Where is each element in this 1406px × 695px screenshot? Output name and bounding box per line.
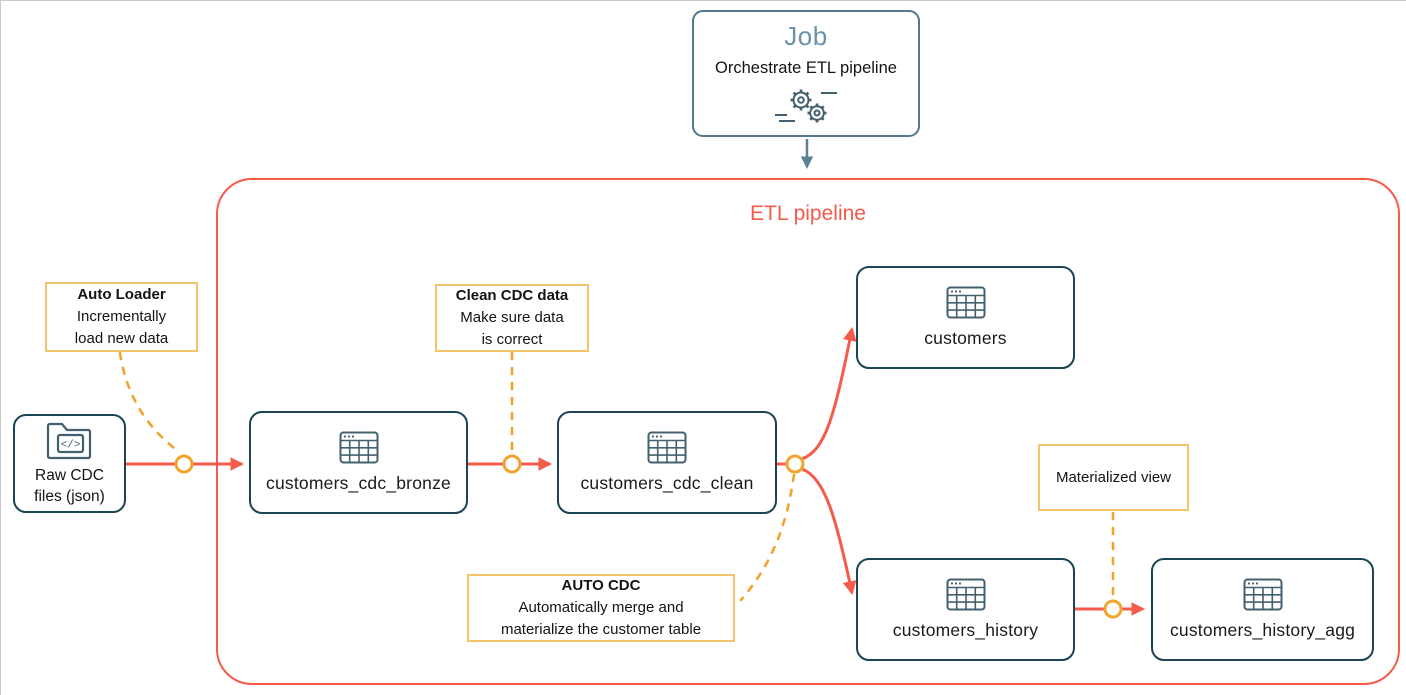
annotation-text: Incrementally — [76, 308, 167, 325]
annotation-title: AUTO CDC — [561, 577, 641, 594]
annotation-text: Materialized view — [1055, 468, 1172, 486]
annotation-clean-cdc-data: Clean CDC data Make sure data is correct — [435, 284, 589, 352]
node-label: customers_history_agg — [1169, 620, 1356, 640]
source-box-raw-cdc-files: </> Raw CDC files (json) — [13, 414, 126, 513]
annotation-auto-cdc: AUTO CDC Automatically merge and materia… — [467, 574, 735, 642]
annotation-title: Clean CDC data — [455, 287, 569, 304]
node-label: customers — [924, 328, 1007, 348]
table-icon — [1243, 578, 1283, 611]
node-label: customers_cdc_clean — [580, 473, 754, 493]
callout-link-auto-loader — [118, 351, 181, 454]
node-customers-cdc-bronze: customers_cdc_bronze — [249, 411, 468, 514]
job-title: Job — [784, 20, 828, 51]
job-subtitle: Orchestrate ETL pipeline — [715, 58, 897, 77]
node-customers-history-agg: customers_history_agg — [1151, 558, 1374, 661]
etl-pipeline-title: ETL pipeline — [750, 202, 866, 225]
node-label: customers_history — [892, 620, 1039, 640]
node-customers: customers — [856, 266, 1075, 369]
table-icon — [946, 578, 986, 611]
table-icon — [339, 431, 379, 464]
gears-icon — [774, 85, 838, 127]
table-icon — [647, 431, 687, 464]
etl-pipeline-container — [216, 178, 1400, 685]
annotation-materialized-view: Materialized view — [1038, 444, 1189, 511]
annotation-text: materialize the customer table — [500, 621, 702, 638]
annotation-text: is correct — [481, 331, 543, 348]
annotation-text: Automatically merge and — [518, 599, 684, 616]
source-label: Raw CDC files (json) — [34, 467, 105, 505]
job-box: Job Orchestrate ETL pipeline — [692, 10, 920, 137]
svg-text:</>: </> — [60, 440, 80, 452]
node-label: customers_cdc_bronze — [266, 473, 451, 493]
annotation-auto-loader: Auto Loader Incrementally load new data — [45, 282, 198, 352]
node-customers-history: customers_history — [856, 558, 1075, 661]
table-icon — [946, 286, 986, 319]
junction-circle — [174, 454, 194, 474]
code-folder-icon: </> — [44, 420, 96, 460]
annotation-title: Auto Loader — [77, 286, 166, 303]
annotation-text: load new data — [74, 330, 169, 347]
node-customers-cdc-clean: customers_cdc_clean — [557, 411, 777, 514]
annotation-text: Make sure data — [460, 309, 564, 326]
